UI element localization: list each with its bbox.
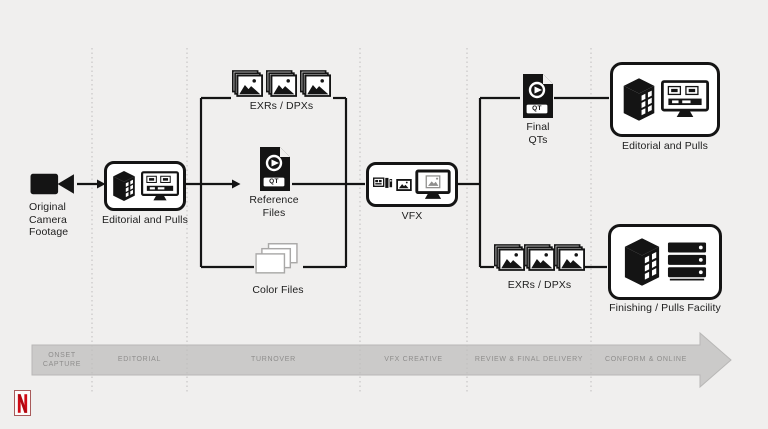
flow-connectors — [77, 96, 609, 269]
video-camera-icon — [30, 169, 77, 200]
server-rack-icon — [666, 242, 708, 282]
exrs-top-label: EXRs / DPXs — [249, 100, 314, 112]
netflix-logo: N — [14, 390, 31, 416]
monitor-image-icon — [415, 169, 451, 200]
image-stack-icon — [300, 70, 331, 97]
qt-badge: QT — [269, 178, 279, 185]
qt-badge: QT — [532, 105, 542, 112]
monitor-edit-icon — [141, 171, 179, 202]
vfx-label: VFX — [401, 210, 423, 222]
timeline-stage-conform: CONFORM & ONLINE — [605, 356, 687, 364]
finishing-facility-label: Finishing / Pulls Facility — [609, 302, 721, 314]
image-stack-icon — [524, 244, 555, 271]
exrs-bottom-label: EXRs / DPXs — [507, 279, 572, 291]
editorial-left-node — [104, 161, 186, 211]
netflix-n-icon — [17, 393, 28, 413]
timeline-stage-review: REVIEW & FINAL DELIVERY — [474, 356, 584, 364]
editorial-right-label: Editorial and Pulls — [622, 140, 708, 152]
final-qts-label: Final QTs — [526, 121, 550, 146]
reference-files-label: Reference Files — [249, 194, 299, 219]
camera-label: Original Camera Footage — [29, 201, 69, 239]
timeline-arrow — [31, 331, 732, 389]
timeline-stage-onset: ONSET CAPTURE — [42, 351, 82, 368]
workstation-icon — [373, 177, 393, 192]
editorial-left-label: Editorial and Pulls — [102, 214, 188, 226]
image-stack-icon — [266, 70, 297, 97]
vfx-node — [366, 162, 458, 207]
timeline-stage-turnover: TURNOVER — [251, 356, 296, 364]
building-icon — [112, 171, 136, 201]
building-icon — [623, 238, 661, 286]
image-stack-icon — [554, 244, 585, 271]
timeline-stage-editorial: EDITORIAL — [117, 356, 162, 364]
monitor-edit-icon — [661, 80, 709, 119]
building-icon — [622, 78, 656, 121]
arrowheads — [97, 179, 241, 189]
color-files-label: Color Files — [252, 284, 304, 296]
editorial-right-node — [610, 62, 720, 137]
file-stack-icon — [255, 243, 301, 279]
image-stack-icon — [232, 70, 263, 97]
image-stack-icon — [494, 244, 525, 271]
section-dividers — [91, 48, 592, 392]
image-icon — [396, 179, 412, 191]
timeline-stage-vfx: VFX CREATIVE — [384, 356, 443, 364]
finishing-facility-node — [608, 224, 722, 300]
